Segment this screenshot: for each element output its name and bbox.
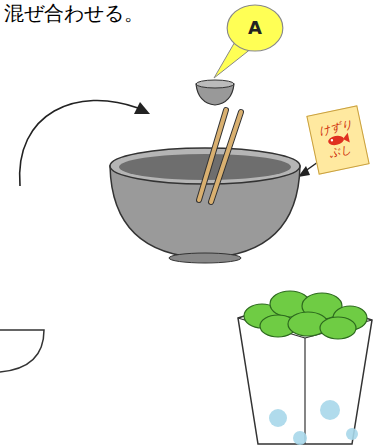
dish-edge (304, 338, 305, 444)
serving-dish (238, 298, 372, 444)
callout-bubble: A (226, 4, 284, 52)
arrow-head (134, 102, 150, 114)
callout-letter: A (248, 18, 262, 38)
bonito-package: けずりぶし (306, 105, 369, 175)
chopstick (211, 112, 241, 202)
chopstick (199, 110, 226, 200)
bowl-foot (169, 253, 241, 263)
cup-rim (196, 80, 234, 88)
chopstick (211, 112, 241, 202)
step-text: 混ぜ合わせる。 (4, 0, 144, 27)
partial-bowl (0, 330, 44, 372)
chopstick (199, 110, 226, 200)
dish-pattern (269, 400, 358, 445)
greens (244, 291, 367, 339)
package-text: ぶし (328, 144, 352, 160)
